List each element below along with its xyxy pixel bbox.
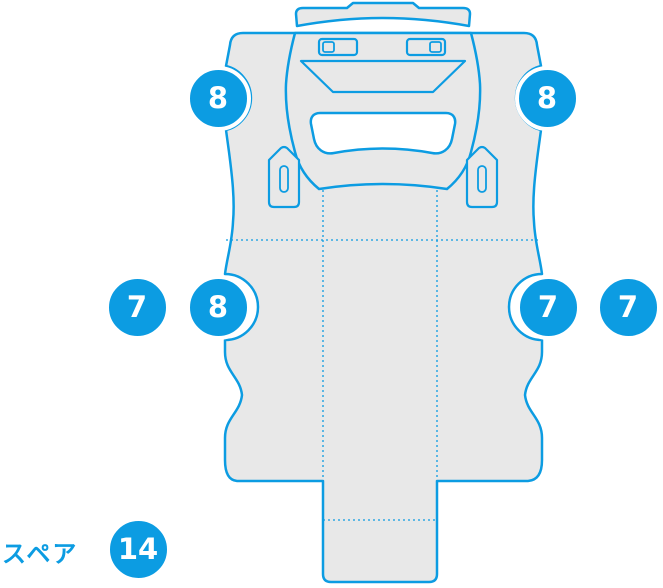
part-badge-8-mid-left: 8 [185,274,251,340]
head-panel-outline [284,31,482,191]
right-slot-inner-tab [429,41,442,53]
part-badge-7-mid-right: 7 [515,274,581,340]
mouth-cutout [309,111,457,155]
part-badge-8-top-left: 8 [185,65,251,131]
left-tab-slot [279,165,289,193]
part-badge-14-spare: 14 [105,516,171,582]
spare-text-label: スペア [2,540,79,568]
part-badge-8-top-right: 8 [514,65,580,131]
right-tab-slot [477,165,487,193]
left-slot-inner-tab [322,41,335,53]
part-badge-7-far-right: 7 [595,274,661,340]
top-strip-piece [294,1,472,28]
visor-fold-band [299,59,467,94]
part-badge-7-far-left: 7 [104,274,170,340]
